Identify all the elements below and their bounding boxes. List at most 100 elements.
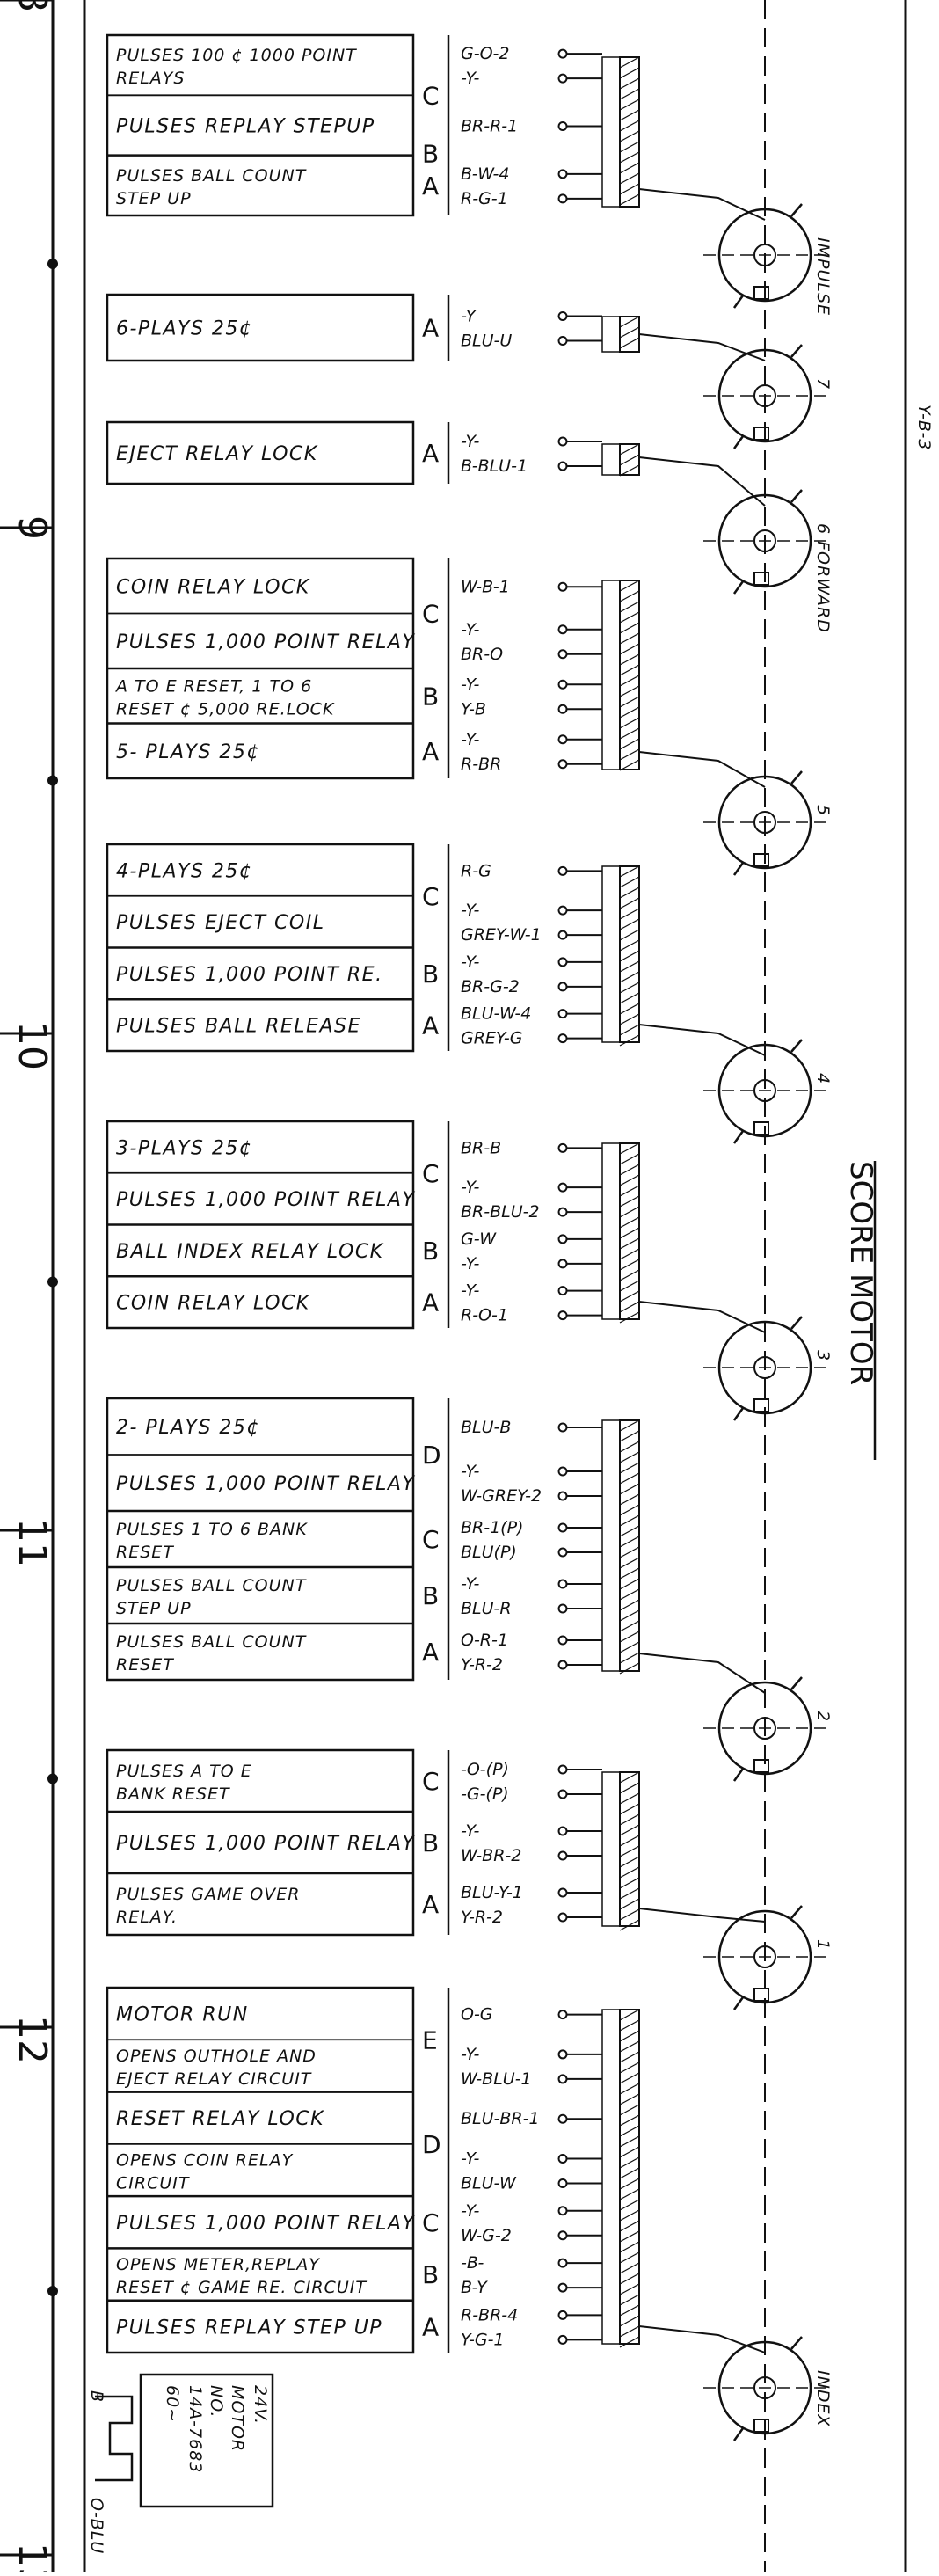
- bank-letter: C: [422, 1767, 440, 1796]
- function-label: PULSES REPLAY STEP UP: [116, 2317, 382, 2339]
- timeline-tick-label: 10: [10, 1021, 55, 1070]
- insulator-stack: [619, 2009, 640, 2348]
- contact-terminal: [557, 1887, 568, 1898]
- wire-label: W-GREY-2: [461, 1486, 542, 1506]
- bank-letter: B: [422, 960, 439, 989]
- wire-label: -O-(P): [461, 1760, 509, 1779]
- bank-letter: E: [422, 2025, 438, 2054]
- wire-label: Y-B: [461, 699, 486, 719]
- timeline-tick-label: 11: [10, 1518, 55, 1567]
- function-label: PULSES 1,000 POINT RELAY: [116, 1189, 415, 1211]
- function-label: STEP UP: [116, 1599, 192, 1618]
- motor-plate-line: NO.: [207, 2385, 226, 2418]
- bank-letter: B: [422, 140, 439, 169]
- bank-letter: C: [422, 882, 440, 911]
- wire-label: -Y-: [461, 1254, 479, 1273]
- contact-bracket: [601, 580, 621, 770]
- cam-label: 5: [813, 805, 833, 816]
- function-label: BANK RESET: [116, 1784, 230, 1804]
- contact-terminal: [557, 1660, 568, 1670]
- bank-letter: C: [422, 1525, 440, 1554]
- wire-label: -Y-: [461, 620, 479, 639]
- contact-terminal: [557, 2010, 568, 2020]
- wire-label: R-G: [461, 861, 491, 880]
- wire-label: BR-B: [461, 1138, 501, 1157]
- motor-plate: 24V. MOTOR NO. 14A-7683 60~: [139, 2373, 274, 2508]
- wire-label: B-BLU-1: [461, 456, 528, 476]
- actuator-link: [638, 1301, 766, 1333]
- wire-label: -Y-: [461, 901, 479, 920]
- wire-label: BLU-U: [461, 332, 512, 351]
- wire-label: BLU-R: [461, 1599, 512, 1618]
- wire-label: -Y-: [461, 1178, 479, 1197]
- function-label: 5- PLAYS 25¢: [116, 741, 260, 763]
- timeline-dot: [47, 775, 58, 786]
- function-label: PULSES 1,000 POINT RELAY: [116, 631, 415, 653]
- wire-label: O-R-1: [461, 1631, 508, 1650]
- cam-label: 6 FORWARD: [813, 523, 833, 633]
- contact-terminal: [557, 982, 568, 992]
- wire-label: BLU-BR-1: [461, 2109, 540, 2128]
- bank-letter: A: [422, 737, 439, 766]
- timeline-dot: [47, 1276, 58, 1288]
- function-label: RELAYS: [116, 69, 185, 88]
- wire-label: R-BR-4: [461, 2305, 518, 2324]
- wire-label: BR-BLU-2: [461, 1202, 540, 1222]
- cam-label: 3: [813, 1350, 833, 1361]
- wire-label: -Y: [461, 307, 477, 326]
- actuator-link: [638, 1908, 766, 1923]
- wire-label: BLU-W-4: [461, 1004, 531, 1024]
- insulator-stack: [619, 1419, 640, 1675]
- bank-letter: A: [422, 1638, 439, 1667]
- contact-terminal: [557, 1491, 568, 1501]
- function-label: PULSES GAME OVER: [116, 1885, 300, 1904]
- insulator-stack: [619, 316, 640, 353]
- bank-letter: A: [422, 2312, 439, 2341]
- contact-terminal: [557, 1764, 568, 1775]
- contact-terminal: [557, 649, 568, 660]
- contact-terminal: [557, 1579, 568, 1589]
- contact-terminal: [557, 48, 568, 59]
- bank-letter: B: [422, 682, 439, 711]
- wire-label: R-O-1: [461, 1306, 508, 1325]
- motor-plate-line: 60~: [163, 2385, 182, 2423]
- contact-terminal: [557, 336, 568, 346]
- cam-wheel-cam5: [703, 770, 826, 876]
- actuator-link: [638, 1653, 766, 1694]
- cam-wheel-cam1: [703, 1905, 826, 2010]
- contact-terminal: [557, 1142, 568, 1153]
- side-code: Y-B-3: [914, 405, 934, 451]
- insulator-stack: [619, 1142, 640, 1324]
- cam-wheel-cam7: [703, 344, 826, 449]
- switch-stack-box: [106, 1748, 415, 1937]
- wire-label: -Y-: [461, 2201, 479, 2221]
- timeline-tick-label: 9: [10, 515, 55, 540]
- contact-terminal: [557, 1522, 568, 1533]
- contact-terminal: [557, 1422, 568, 1433]
- function-label: 6-PLAYS 25¢: [116, 318, 252, 340]
- contact-bracket: [601, 2009, 621, 2345]
- bank-letter: C: [422, 2208, 440, 2237]
- contact-bracket: [601, 865, 621, 1043]
- wire-label: -Y-: [461, 1574, 479, 1594]
- wire-label: -G-(P): [461, 1784, 509, 1804]
- bank-letter: B: [422, 1581, 439, 1610]
- bank-letter: B: [422, 1237, 439, 1266]
- wire-label: BR-O: [461, 645, 503, 664]
- contact-terminal: [557, 930, 568, 940]
- insulator-stack: [619, 56, 640, 208]
- contact-terminal: [557, 2334, 568, 2345]
- function-label: OPENS COIN RELAY: [116, 2151, 294, 2171]
- contact-terminal: [557, 2113, 568, 2124]
- contact-terminal: [557, 1207, 568, 1217]
- function-label: PULSES EJECT COIL: [116, 912, 324, 934]
- contact-terminal: [557, 1286, 568, 1296]
- contact-terminal: [557, 905, 568, 916]
